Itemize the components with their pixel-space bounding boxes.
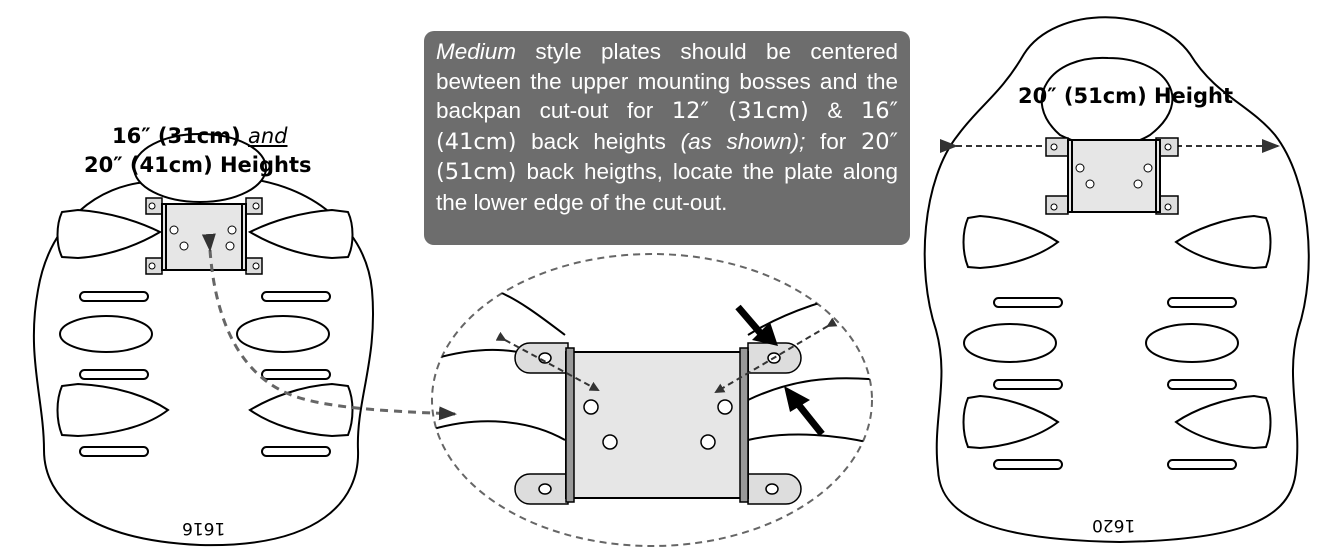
callout-arrow	[201, 233, 457, 421]
paddle	[1174, 394, 1272, 450]
note-text-b: back heights	[516, 128, 681, 154]
note-text-d: back heigths, locate the plate along the…	[436, 159, 898, 215]
note-height-16: 16″ (41cm)	[436, 98, 898, 155]
slot	[993, 379, 1063, 390]
backpan-left	[32, 133, 374, 547]
backpan-right	[923, 16, 1310, 544]
slot	[1167, 379, 1237, 390]
slot	[261, 291, 331, 302]
paddle-upper-left	[56, 208, 163, 260]
note-style-word: Medium	[436, 39, 517, 64]
right-height-label: 20″ (51cm) Height	[1018, 84, 1234, 108]
oval	[963, 323, 1057, 363]
slot	[261, 446, 331, 457]
black-arrow	[735, 304, 825, 437]
note-text-a: style plates should be centered bewteen …	[436, 39, 898, 123]
paddle-lower-left	[56, 382, 170, 438]
slot	[1167, 459, 1237, 470]
note-height-12: 12″ (31cm)	[671, 98, 809, 124]
right-serial-number: 1620	[1092, 515, 1136, 535]
oval	[59, 315, 153, 353]
left-serial-number: 1616	[182, 518, 226, 538]
left-label-and: and	[247, 124, 288, 148]
left-height-label-line1: 16″ (31cm) and	[112, 124, 288, 148]
paddle	[1174, 214, 1272, 270]
left-height-label-line2: 20″ (41cm) Heights	[84, 153, 312, 177]
slot	[993, 297, 1063, 308]
paddle	[962, 394, 1060, 450]
note-height-20: 20″ (51cm)	[436, 128, 898, 186]
note-amp: &	[808, 98, 861, 123]
paddle	[962, 214, 1060, 270]
instruction-note: Medium style plates should be centered b…	[424, 31, 910, 245]
note-text-c: for	[805, 128, 861, 154]
detail-zoom	[431, 253, 873, 547]
slot	[79, 369, 149, 380]
plate-right	[1045, 137, 1179, 215]
slot	[1167, 297, 1237, 308]
plate-detail	[565, 351, 749, 499]
slot	[79, 291, 149, 302]
slot	[993, 459, 1063, 470]
slot	[79, 446, 149, 457]
plate-left	[145, 197, 263, 275]
note-as-shown: (as shown);	[680, 128, 806, 154]
left-label-16: 16″ (31cm)	[112, 124, 248, 148]
oval	[1145, 323, 1239, 363]
oval	[236, 315, 330, 353]
cutout-left	[133, 133, 267, 203]
slot	[261, 369, 331, 380]
